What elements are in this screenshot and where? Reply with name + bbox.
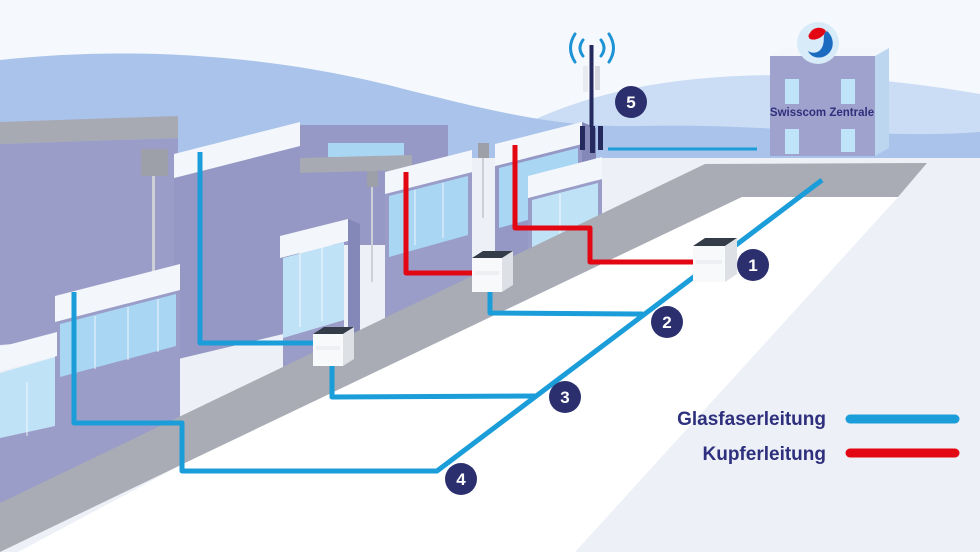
mast-panel-right bbox=[595, 66, 600, 90]
house-1-roof-fascia bbox=[55, 264, 180, 322]
fiber-branch-cabinet3 bbox=[329, 362, 538, 400]
swisscom-logo-blue-swirl bbox=[808, 31, 833, 58]
fiber-lines bbox=[71, 147, 824, 474]
house-2-wall bbox=[174, 146, 300, 360]
zentrale-window-2 bbox=[841, 79, 855, 104]
house-1-window-mullions bbox=[94, 299, 159, 369]
cabinet-1-side bbox=[725, 238, 737, 282]
marker-3: 3 bbox=[549, 381, 581, 413]
antenna-mast bbox=[569, 32, 615, 153]
wall-sign-pole-2 bbox=[371, 187, 373, 282]
radio-wave-right-outer bbox=[607, 32, 615, 64]
marker-1-digit: 1 bbox=[748, 256, 757, 275]
house-2-annex-fascia bbox=[280, 219, 348, 258]
marker-2: 2 bbox=[651, 306, 683, 338]
zentrale-window-1 bbox=[785, 79, 799, 104]
wall-sign-3 bbox=[478, 143, 489, 158]
mast-base-bar-2 bbox=[590, 126, 595, 153]
zentrale-label: Swisscom Zentrale bbox=[770, 107, 874, 119]
street-cabinet-1 bbox=[693, 238, 737, 282]
swisscom-zentrale-building: Swisscom Zentrale bbox=[770, 22, 889, 156]
legend-label-copper: Kupferleitung bbox=[703, 444, 827, 465]
radio-wave-right-inner bbox=[599, 38, 606, 58]
marker-4-circle bbox=[445, 463, 477, 495]
wall-sign-pole-3 bbox=[482, 158, 484, 218]
house-2-annex-window bbox=[283, 242, 344, 338]
back-building-left-roofband bbox=[0, 116, 178, 144]
copper-line-house3-to-cabinet2 bbox=[403, 172, 478, 276]
marker-5-circle bbox=[615, 86, 647, 118]
cabinet-2-side bbox=[502, 251, 513, 292]
mast-base-bar-1 bbox=[580, 126, 585, 150]
cabinet-3-stripe bbox=[316, 346, 340, 350]
wall-sign-1 bbox=[141, 149, 168, 176]
mast-pole bbox=[589, 45, 594, 127]
marker-4: 4 bbox=[445, 463, 477, 495]
cabinet-1-stripe bbox=[696, 260, 722, 264]
legend: Glasfaserleitung Kupferleitung bbox=[677, 409, 960, 465]
marker-4-digit: 4 bbox=[456, 470, 466, 489]
zentrale-side-wall bbox=[875, 48, 889, 156]
cabinet-2-stripe bbox=[475, 271, 499, 275]
fiber-house2-to-cabinet3 bbox=[197, 152, 318, 346]
swisscom-logo-red-swirl bbox=[808, 27, 826, 40]
marker-5-digit: 5 bbox=[626, 93, 635, 112]
zentrale-window-3 bbox=[785, 129, 799, 154]
copper-lines bbox=[403, 145, 700, 276]
street-cabinet-3 bbox=[313, 327, 354, 366]
mast-panel-left bbox=[583, 66, 588, 92]
marker-1-circle bbox=[737, 249, 769, 281]
radio-wave-left-inner bbox=[578, 38, 585, 58]
marker-2-digit: 2 bbox=[662, 313, 671, 332]
marker-5: 5 bbox=[615, 86, 647, 118]
mast-base-bar-3 bbox=[598, 126, 603, 150]
house-2-side-wall bbox=[348, 219, 360, 345]
zentrale-window-4 bbox=[841, 129, 855, 152]
street-cabinet-2 bbox=[472, 251, 513, 292]
house-2-window-mullions bbox=[299, 247, 323, 327]
cabinet-1-top bbox=[693, 238, 737, 246]
back-building-mid-window-strip bbox=[328, 143, 404, 157]
house-3-window-mullions bbox=[414, 183, 444, 245]
radio-waves-icon bbox=[569, 32, 615, 64]
radio-wave-left-outer bbox=[569, 32, 577, 64]
cabinet-3-side bbox=[343, 327, 354, 366]
marker-1: 1 bbox=[737, 249, 769, 281]
cabinet-2-top bbox=[472, 251, 513, 258]
house-2-roof-fascia bbox=[174, 122, 300, 178]
back-building-mid-roofband bbox=[298, 155, 412, 173]
swisscom-logo bbox=[797, 22, 839, 64]
cabinet-3-top bbox=[313, 327, 354, 334]
house-3-window-band bbox=[389, 176, 468, 257]
marker-2-circle bbox=[651, 306, 683, 338]
fiber-branch-cabinet2 bbox=[487, 288, 644, 317]
house-1-annex-fascia bbox=[0, 332, 57, 371]
copper-line-house4-to-cabinet1 bbox=[512, 145, 700, 265]
marker-3-digit: 3 bbox=[560, 388, 569, 407]
wall-sign-2 bbox=[367, 171, 378, 187]
marker-3-circle bbox=[549, 381, 581, 413]
house-5-roof-fascia bbox=[528, 157, 602, 198]
legend-label-fiber: Glasfaserleitung bbox=[677, 409, 826, 430]
fiber-main-line bbox=[71, 178, 824, 474]
house-1-window-band bbox=[60, 294, 176, 377]
wall-sign-pole-1 bbox=[152, 176, 155, 304]
